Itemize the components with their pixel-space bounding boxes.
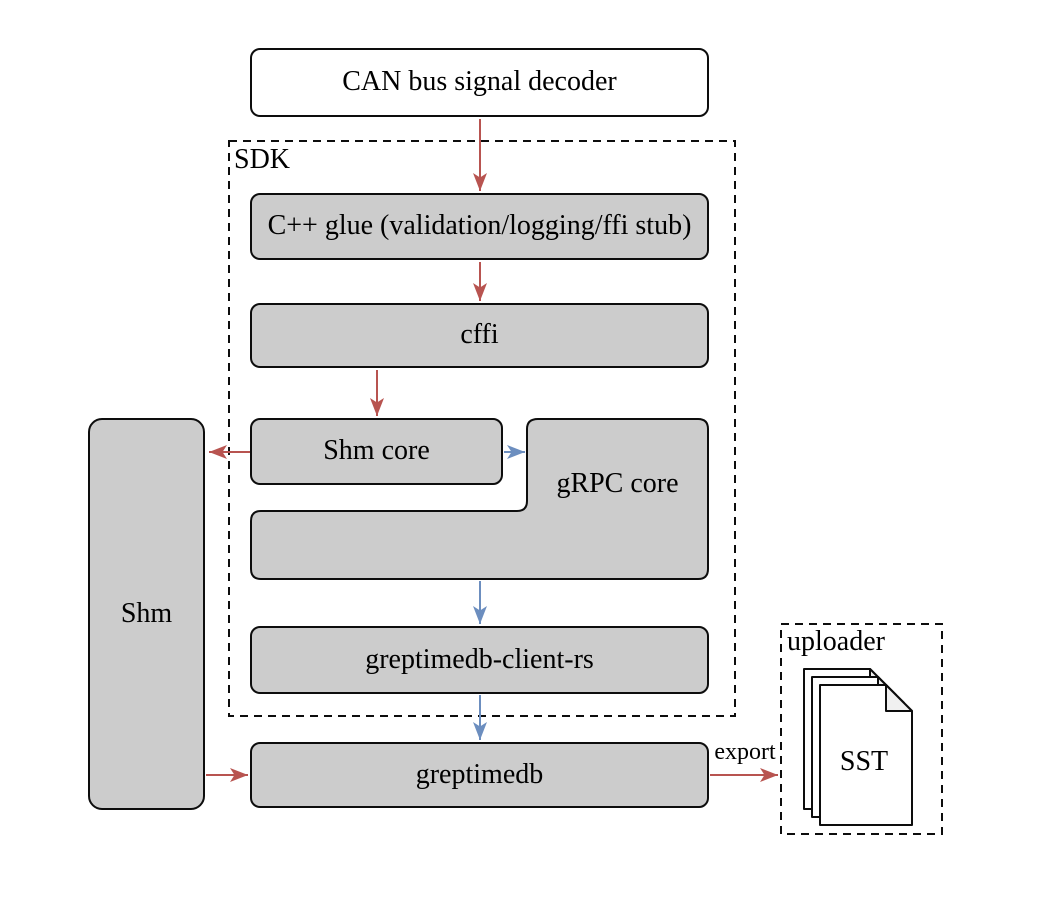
node-label: gRPC core (556, 468, 679, 499)
node-grpc-core: gRPC core (250, 418, 709, 580)
uploader-container-label: uploader (787, 626, 885, 657)
node-can-bus-signal-decoder: CAN bus signal decoder (250, 48, 709, 117)
node-shm: Shm (88, 418, 205, 810)
node-greptimedb-client-rs: greptimedb-client-rs (250, 626, 709, 694)
node-greptimedb: greptimedb (250, 742, 709, 808)
node-label: cffi (460, 319, 499, 351)
node-label: Shm (120, 597, 173, 629)
node-cpp-glue: C++ glue (validation/logging/ffi stub) (250, 193, 709, 260)
export-edge-label: export (714, 739, 776, 765)
node-cffi: cffi (250, 303, 709, 368)
node-label: C++ glue (validation/logging/ffi stub) (267, 210, 692, 242)
sdk-container-label: SDK (234, 144, 291, 175)
node-label: greptimedb (415, 758, 544, 790)
node-label: greptimedb-client-rs (365, 643, 594, 675)
node-label: CAN bus signal decoder (342, 66, 617, 98)
sst-label: SST (840, 746, 888, 777)
